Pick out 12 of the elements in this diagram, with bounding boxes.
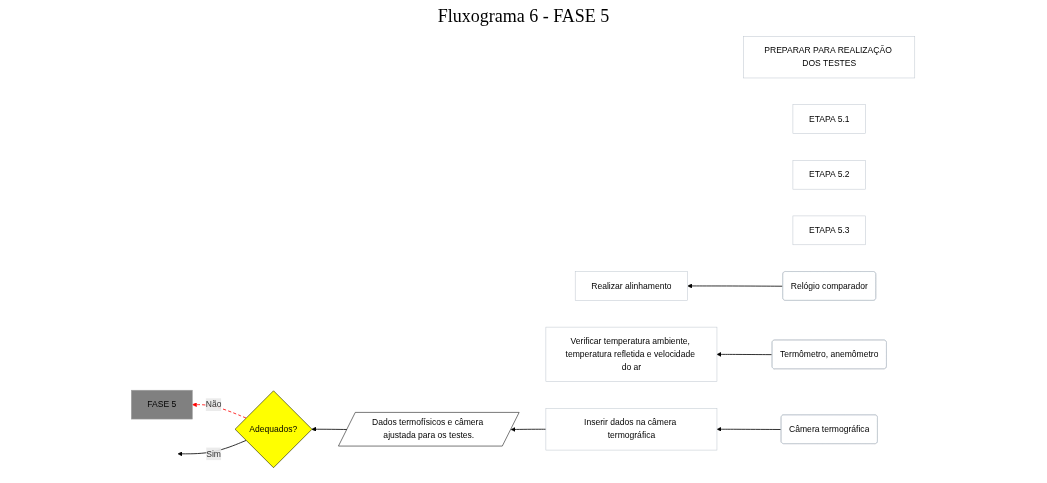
node-box: Verificar temperatura ambiente, temperatura refletida e velocidade do ar xyxy=(546,326,718,382)
diagram-title: Fluxograma 6 - FASE 5 xyxy=(436,6,611,27)
node-box: ETAPA 5.2 xyxy=(793,159,867,189)
node-box: PREPARAR PARA REALIZAÇÃO DOS TESTES xyxy=(743,35,916,78)
node-box: Realizar alinhamento xyxy=(575,270,689,301)
node-box: FASE 5 xyxy=(131,389,194,419)
edge-label: Sim xyxy=(206,448,222,458)
node-diamond: Adequados? xyxy=(235,390,313,468)
edge-label: Não xyxy=(206,399,222,409)
node-box: Inserir dados na câmera termográfica xyxy=(546,407,718,450)
node-box: ETAPA 5.1 xyxy=(793,103,867,134)
node-box: ETAPA 5.3 xyxy=(793,215,867,245)
